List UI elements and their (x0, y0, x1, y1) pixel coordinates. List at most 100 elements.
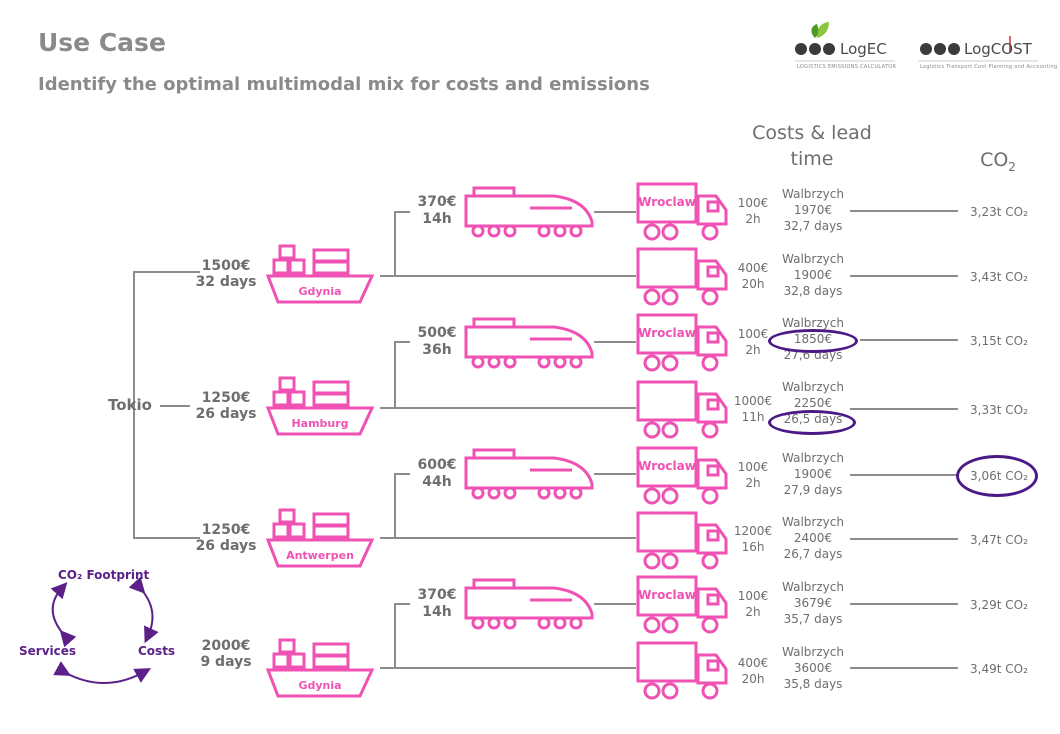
route-summary: Walbrzych 1900€ 27,9 days (774, 450, 852, 498)
truck-time: 11h (741, 410, 765, 424)
truck-time: 2h (745, 212, 761, 226)
dest-name: Walbrzych (782, 187, 844, 201)
truck-cost: 100€ (737, 327, 769, 341)
truck-svg (636, 380, 728, 439)
origin-label: Tokio (108, 396, 152, 414)
truck-time: 2h (745, 476, 761, 490)
sea-time: 26 days (195, 406, 257, 422)
truck-label: Wroclaw (638, 588, 696, 602)
sea-cost: 1250€ (201, 522, 251, 538)
total-cost: 2250€ (793, 396, 833, 410)
sea-cost: 1250€ (201, 390, 251, 406)
costs-lead-time-text: Costs & lead time (752, 122, 872, 170)
ship-svg: Hamburg (265, 376, 375, 436)
truck-icon: Wroclaw (636, 446, 730, 510)
total-days: 27,9 days (783, 483, 843, 497)
dest-name: Walbrzych (782, 645, 844, 659)
co2-header: CO2 (968, 147, 1028, 180)
train-icon (462, 578, 596, 634)
best-co2-highlight (956, 455, 1038, 497)
co2-value: 3,33t CO₂ (970, 403, 1028, 417)
truck-icon: Wroclaw (636, 182, 730, 246)
total-cost: 3679€ (793, 596, 833, 610)
truck-cost: 100€ (737, 196, 769, 210)
co2-value: 3,47t CO₂ (970, 533, 1028, 547)
total-days: 26,7 days (783, 547, 843, 561)
truck-svg (636, 247, 728, 306)
train-cost: 370€ (417, 194, 457, 210)
truck-svg: Wroclaw (636, 446, 728, 505)
route-summary: Walbrzych 3600€ 35,8 days (774, 644, 852, 692)
coin-icon (918, 36, 1038, 62)
costs-lead-time-header: Costs & lead time (752, 120, 872, 172)
co2-value: 3,06t CO₂ (970, 469, 1028, 483)
train-cost: 600€ (417, 457, 457, 473)
truck-svg (636, 511, 728, 570)
ship-icon: Gdynia (265, 638, 378, 704)
truck-svg: Wroclaw (636, 313, 728, 372)
train-time: 14h (422, 211, 452, 227)
co2-value: 3,49t CO₂ (970, 662, 1028, 676)
route-summary: Walbrzych 1900€ 32,8 days (774, 251, 852, 299)
truck-cost: 1200€ (733, 524, 773, 538)
total-days: 32,7 days (783, 219, 843, 233)
route-summary: Walbrzych 2400€ 26,7 days (774, 514, 852, 562)
truck-label: Wroclaw (638, 195, 696, 209)
sea-cost: 1500€ (201, 258, 251, 274)
dest-name: Walbrzych (782, 380, 844, 394)
train-svg (464, 448, 594, 500)
truck-time: 16h (741, 540, 765, 554)
best-cost-highlight (768, 329, 858, 353)
truck-time: 2h (745, 343, 761, 357)
truck-icon (636, 511, 730, 575)
ship-svg: Antwerpen (265, 508, 375, 568)
train-time: 14h (422, 604, 452, 620)
dest-name: Walbrzych (782, 580, 844, 594)
truck-icon (636, 247, 730, 311)
leaf-icon (795, 22, 895, 62)
dest-name: Walbrzych (782, 515, 844, 529)
total-days: 35,7 days (783, 612, 843, 626)
dest-name: Walbrzych (782, 252, 844, 266)
total-cost: 3600€ (793, 661, 833, 675)
truck-svg: Wroclaw (636, 575, 728, 634)
cycle-arrows (50, 576, 159, 684)
truck-time: 20h (741, 672, 765, 686)
co2-value: 3,29t CO₂ (970, 598, 1028, 612)
truck-cost: 400€ (737, 261, 769, 275)
train-icon (462, 317, 596, 373)
total-cost: 2400€ (793, 531, 833, 545)
dest-name: Walbrzych (782, 316, 844, 330)
total-days: 32,8 days (783, 284, 843, 298)
ship-icon: Antwerpen (265, 508, 378, 574)
total-cost: 1900€ (793, 467, 833, 481)
cycle-costs-label: Costs (138, 644, 176, 658)
train-svg (464, 186, 594, 238)
truck-label: Wroclaw (638, 459, 696, 473)
ship-label: Antwerpen (286, 549, 354, 562)
total-days: 35,8 days (783, 677, 843, 691)
co2-header-text: CO (980, 149, 1009, 171)
train-time: 44h (422, 474, 452, 490)
train-icon (462, 448, 596, 504)
logec-name: LogEC (840, 40, 887, 58)
logcost-subtitle: Logistics Transport Cost Planning and Ac… (920, 64, 1058, 70)
truck-svg: Wroclaw (636, 182, 728, 241)
co2-header-sub: 2 (1008, 159, 1016, 174)
co2-value: 3,43t CO₂ (970, 270, 1028, 284)
ship-label: Gdynia (298, 285, 341, 298)
train-icon (462, 186, 596, 242)
truck-cost: 1000€ (733, 394, 773, 408)
cycle-services-label: Services (19, 644, 77, 658)
route-summary: Walbrzych 1970€ 32,7 days (774, 186, 852, 234)
ship-icon: Hamburg (265, 376, 378, 442)
co2-value: 3,15t CO₂ (970, 334, 1028, 348)
ship-svg: Gdynia (265, 244, 375, 304)
page-subtitle: Identify the optimal multimodal mix for … (38, 74, 650, 95)
co2-value: 3,23t CO₂ (970, 205, 1028, 219)
logec-logo: LogEC LOGISTICS EMISSIONS CALCULATOR (795, 20, 896, 75)
best-time-highlight (768, 410, 856, 435)
total-cost: 1970€ (793, 203, 833, 217)
truck-time: 2h (745, 605, 761, 619)
ship-label: Gdynia (298, 679, 341, 692)
